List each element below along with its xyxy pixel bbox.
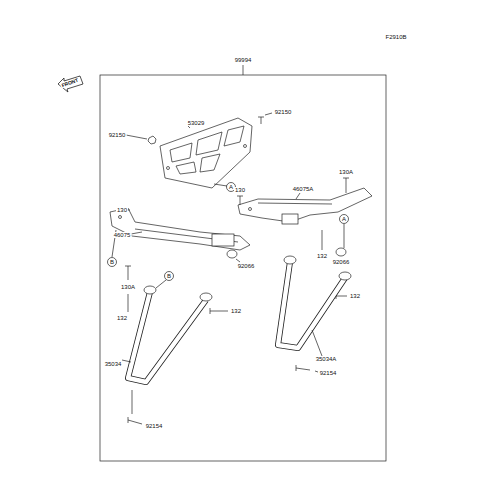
part-number: 46075 [113, 232, 132, 238]
part-number: 132 [116, 315, 128, 321]
part-number: A [341, 216, 347, 222]
part-number: 53029 [187, 120, 206, 126]
left-bracket [110, 208, 250, 250]
part-number: 130 [234, 187, 246, 193]
assembly-number: 99994 [234, 57, 253, 63]
right-stay [278, 256, 351, 348]
part-number: B [109, 259, 115, 265]
bolt [296, 368, 310, 370]
part-number: 132 [316, 253, 328, 259]
part-number: 92150 [108, 132, 127, 138]
part-number: 92154 [319, 370, 338, 376]
left-stay [128, 286, 212, 382]
rubber-bushing [227, 250, 237, 258]
part-number: 132 [349, 293, 361, 299]
carrier-plate [160, 118, 252, 188]
nut [148, 136, 156, 144]
part-number: 35034 [104, 361, 123, 367]
bolt [128, 420, 142, 424]
part-number: 130 [116, 207, 128, 213]
part-number: 46075A [292, 186, 315, 192]
part-number: 130A [120, 284, 136, 290]
part-number: 92150 [274, 109, 293, 115]
front-arrow [58, 76, 83, 92]
bolt [258, 117, 264, 124]
part-number: 92066 [332, 259, 351, 265]
right-bracket [238, 188, 372, 224]
rubber-bushing [336, 248, 346, 256]
bolt [240, 196, 241, 205]
part-number: 130A [338, 169, 354, 175]
front-indicator: FRONT [60, 77, 80, 88]
part-number: 92154 [145, 423, 164, 429]
assembly-frame [100, 75, 386, 461]
part-number: 35034A [315, 356, 338, 362]
bolt [322, 230, 323, 250]
part-number: 132 [230, 308, 242, 314]
part-number: B [166, 273, 172, 279]
part-number: 92066 [237, 263, 256, 269]
figure-code: F2910B [384, 34, 407, 40]
